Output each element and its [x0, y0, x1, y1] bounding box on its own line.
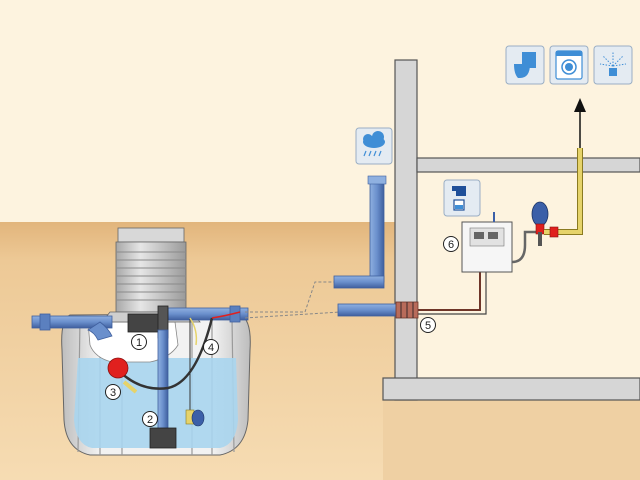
toilet-icon	[505, 45, 545, 85]
svg-text:1: 1	[136, 337, 142, 349]
callout-3: 3	[105, 384, 121, 400]
callout-1: 1	[131, 334, 147, 350]
water-tap-icon	[443, 179, 481, 217]
soil-right	[383, 378, 640, 480]
svg-text:2: 2	[147, 414, 153, 426]
calmed-inlet-pipe	[149, 329, 177, 449]
rain-cloud-icon	[355, 127, 393, 165]
callout-4: 4	[203, 339, 219, 355]
float-ball	[107, 357, 129, 379]
connection-lines	[244, 281, 341, 319]
svg-text:5: 5	[425, 320, 431, 332]
supply-pipe	[544, 148, 583, 238]
tank-shaft	[101, 227, 201, 323]
level-sensor	[185, 317, 205, 427]
house-wall	[382, 59, 640, 401]
wall-duct	[337, 272, 487, 319]
svg-text:3: 3	[110, 387, 116, 399]
callout-5: 5	[420, 317, 436, 333]
downpipe	[333, 175, 387, 289]
garden-sprinkler-icon	[593, 45, 633, 85]
inlet-pipe	[31, 313, 113, 341]
washing-machine-icon	[549, 45, 589, 85]
supply-arrow	[574, 98, 586, 148]
pressure-vessel	[531, 201, 549, 246]
rainwater-control-unit	[461, 212, 540, 273]
overflow-pipe	[167, 305, 249, 323]
callout-2: 2	[142, 411, 158, 427]
svg-text:6: 6	[448, 239, 454, 251]
floating-suction	[107, 311, 241, 394]
callout-6: 6	[443, 236, 459, 252]
svg-text:4: 4	[208, 342, 214, 354]
